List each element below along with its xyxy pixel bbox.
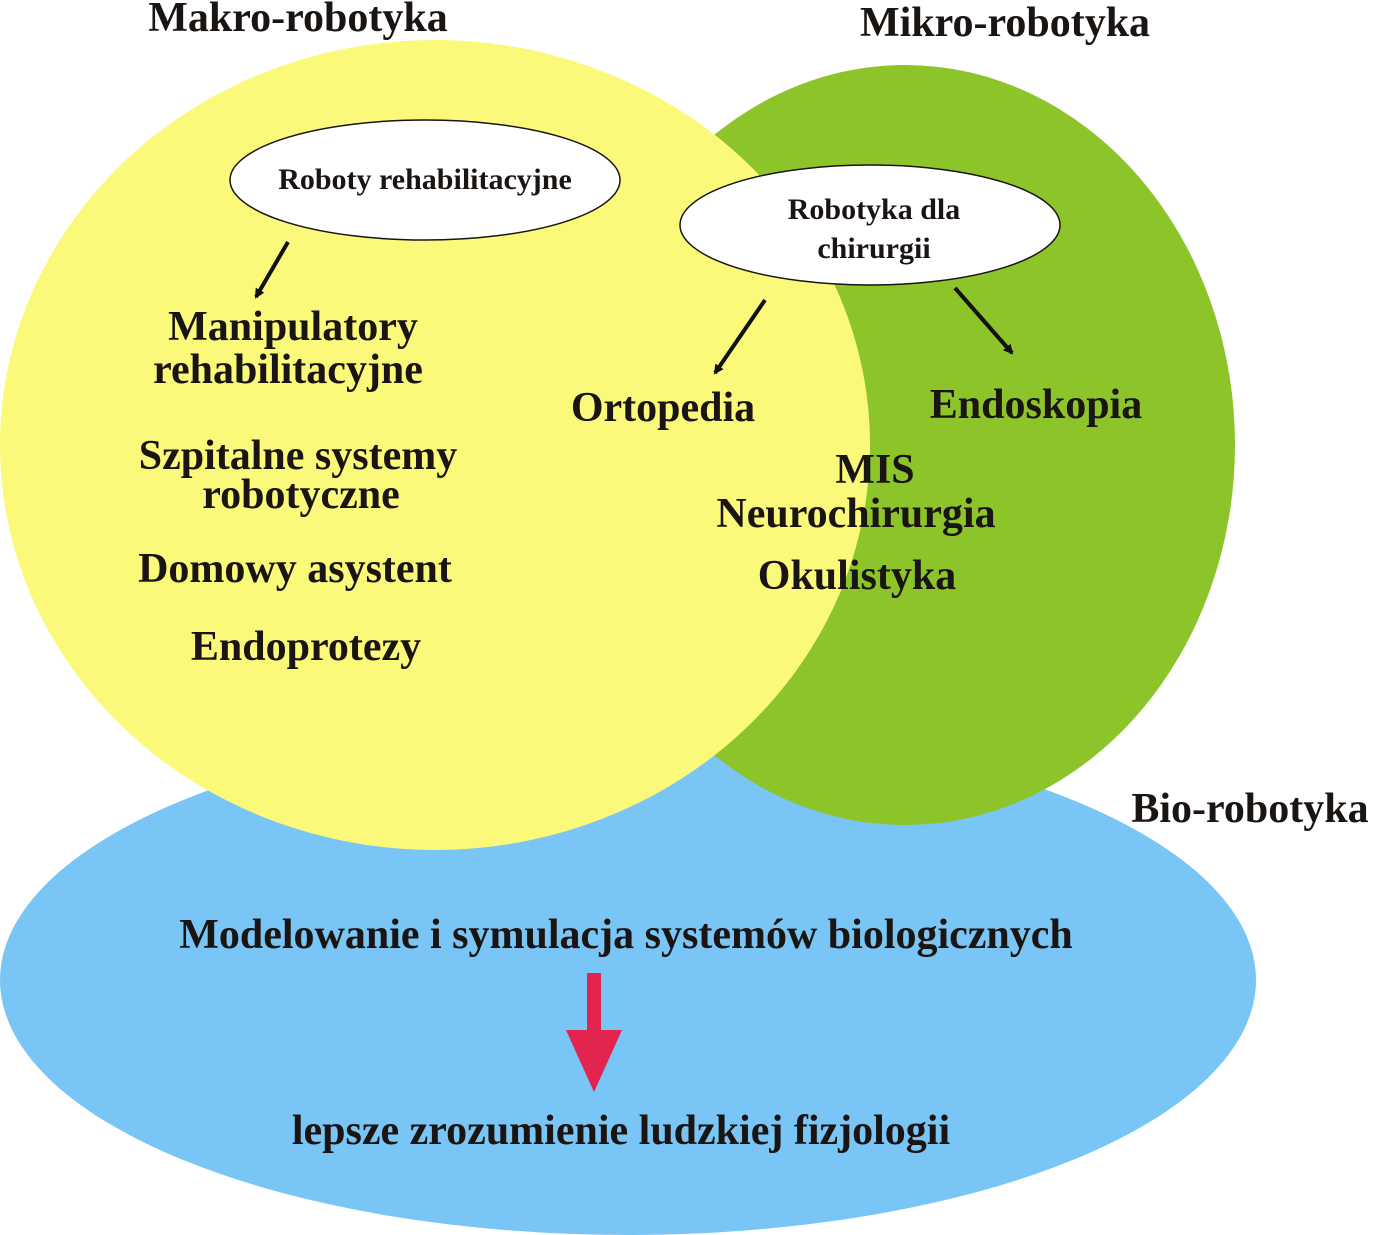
manipulators-line1: Manipulatory <box>168 304 418 350</box>
arrow-to-ortopedia <box>713 298 767 375</box>
arrow-to-manipulators <box>254 240 290 299</box>
surgery-label-line1: Robotyka dla <box>788 193 961 226</box>
red-arrow-shaft <box>587 973 601 1035</box>
neurochirurgia: Neurochirurgia <box>716 491 995 537</box>
makro-title: Makro-robotyka <box>148 0 447 41</box>
bio-title: Bio-robotyka <box>1131 786 1368 832</box>
surgery-label-line2: chirurgii <box>817 232 930 265</box>
ortopedia: Ortopedia <box>571 385 755 431</box>
okulistyka: Okulistyka <box>758 553 956 599</box>
bio-robotics-ellipse <box>0 725 1256 1235</box>
endoprostheses: Endoprotezy <box>191 624 421 670</box>
red-arrow-head <box>566 1030 622 1092</box>
understanding-text: lepsze zrozumienie ludzkiej fizjologii <box>292 1108 951 1154</box>
rehab-robots-oval <box>229 119 621 241</box>
manipulators-line2: rehabilitacyjne <box>153 347 423 393</box>
macro-robotics-circle <box>0 40 870 850</box>
hospital-line2: robotyczne <box>202 472 400 518</box>
arrow-to-endoskopia <box>953 286 1014 355</box>
rehab-robots-label: Roboty rehabilitacyjne <box>278 163 572 196</box>
mis: MIS <box>835 447 914 493</box>
endoskopia: Endoskopia <box>930 382 1142 428</box>
home-assistant: Domowy asystent <box>138 546 452 592</box>
surgery-robotics-oval <box>679 164 1061 286</box>
modelling-text: Modelowanie i symulacja systemów biologi… <box>179 912 1073 958</box>
hospital-line1: Szpitalne systemy <box>139 433 458 479</box>
mikro-title: Mikro-robotyka <box>860 0 1150 46</box>
